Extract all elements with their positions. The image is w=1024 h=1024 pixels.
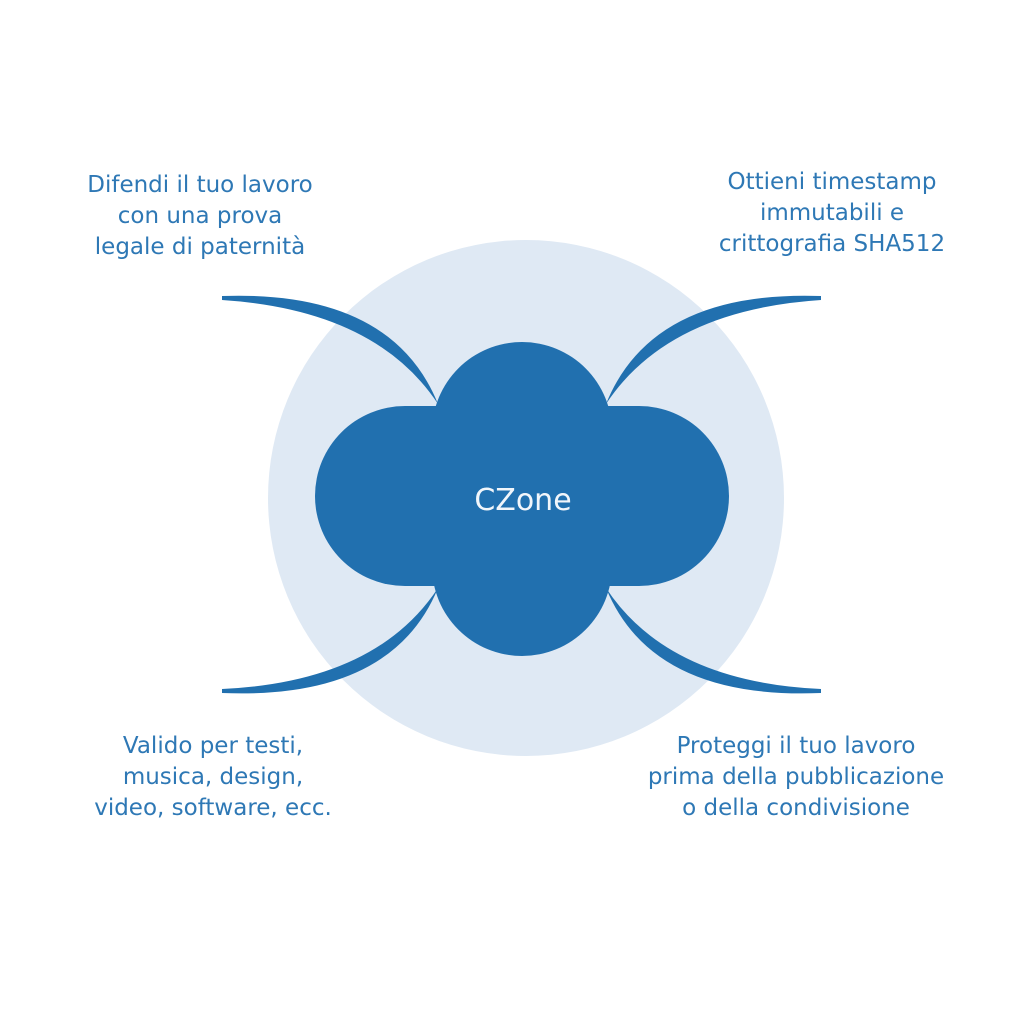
center-cloud bbox=[315, 342, 729, 656]
callout-top-right: Ottieni timestamp immutabili e crittogra… bbox=[718, 169, 946, 257]
callout-top-left: Difendi il tuo lavoro con una prova lega… bbox=[87, 172, 313, 260]
center-label: CZone bbox=[474, 483, 571, 518]
connector-arc-top-left bbox=[222, 295, 438, 404]
callout-bottom-right: Proteggi il tuo lavoro prima della pubbl… bbox=[647, 733, 945, 821]
connector-arc-bottom-right bbox=[606, 588, 821, 694]
connector-arc-top-right bbox=[606, 295, 821, 404]
connector-arc-bottom-left bbox=[222, 588, 438, 694]
callout-bottom-left: Valido per testi, musica, design, video,… bbox=[94, 733, 332, 821]
